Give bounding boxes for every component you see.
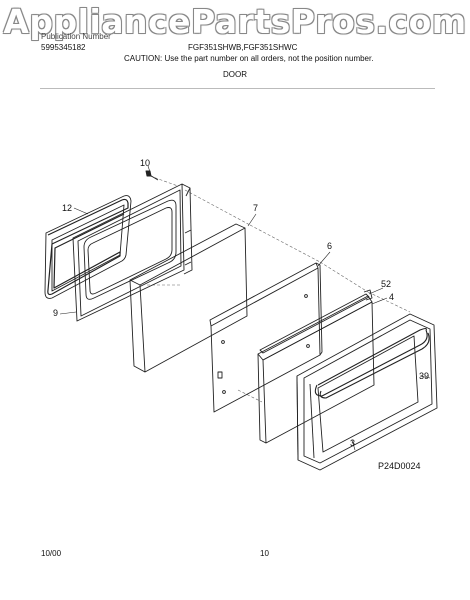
- part-door-bracket: [259, 289, 373, 354]
- part-glass-panel: [257, 295, 375, 444]
- part-door-handle: [314, 327, 430, 399]
- callout-6: 6: [327, 241, 333, 251]
- callout-7: 7: [253, 203, 259, 213]
- callout-9: 9: [53, 308, 59, 318]
- figure-code: P24D0024: [378, 461, 421, 471]
- part-inner-door-frame: [72, 183, 193, 322]
- callout-12: 12: [62, 203, 73, 213]
- watermark: AppliancePartsPros.com: [3, 2, 467, 41]
- footer-page-number: 10: [260, 549, 269, 558]
- footer-date: 10/00: [41, 549, 62, 558]
- alignment-lines: [145, 175, 411, 403]
- model-numbers: FGF351SHWB,FGF351SHWC: [188, 43, 298, 52]
- callout-10: 10: [140, 158, 151, 168]
- publication-label: Publication Number: [41, 32, 111, 41]
- callout-4: 4: [389, 292, 395, 302]
- callout-3: 3: [350, 438, 356, 448]
- section-title: DOOR: [223, 70, 247, 79]
- publication-number: 5995345182: [41, 43, 86, 52]
- callout-52: 52: [381, 279, 392, 289]
- caution-note: CAUTION: Use the part number on all orde…: [124, 54, 374, 63]
- callout-39: 39: [419, 371, 430, 381]
- part-insulation: [129, 223, 248, 373]
- leader-lines: [59, 165, 431, 451]
- header-divider: [40, 88, 435, 89]
- part-outer-door: [296, 313, 438, 471]
- part-inner-door-panel: [209, 262, 323, 413]
- part-screw: [145, 170, 159, 181]
- part-door-gasket: [44, 195, 132, 299]
